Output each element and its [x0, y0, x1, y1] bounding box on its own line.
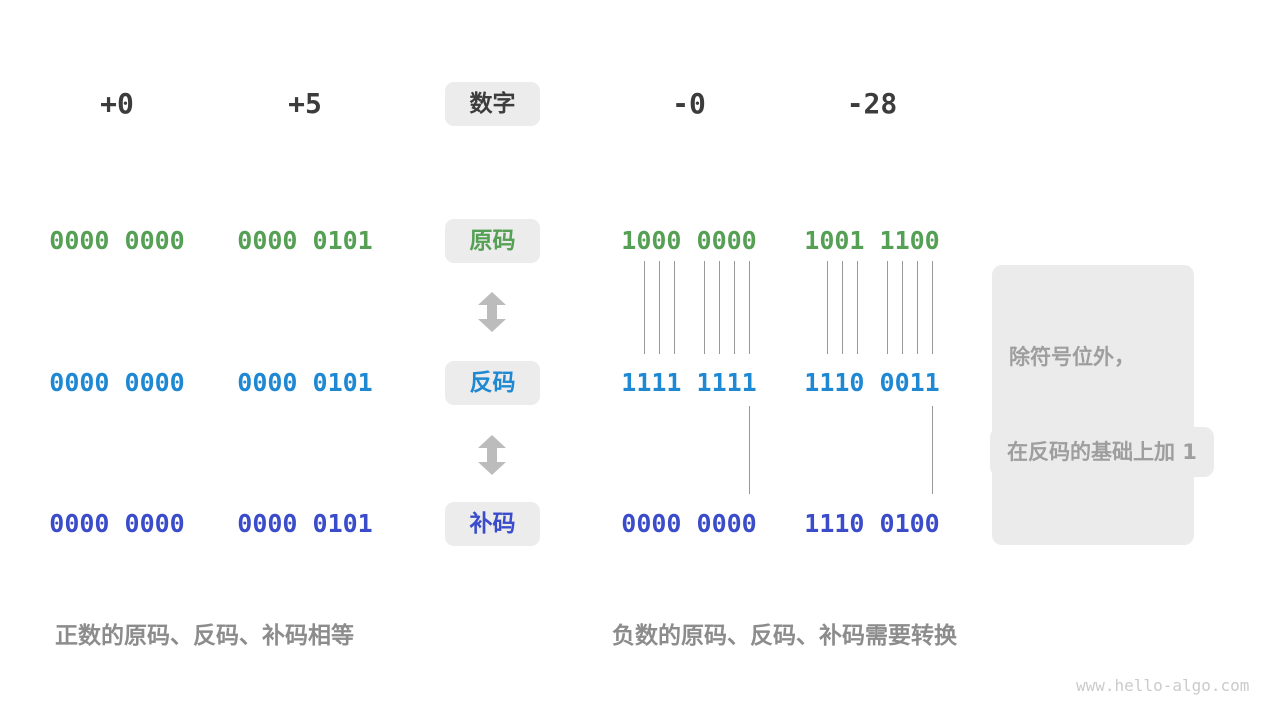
ones-complement-badge: 反码	[445, 361, 540, 405]
swap-vertical-icon	[478, 292, 506, 332]
bit-line	[902, 261, 903, 354]
bit-line	[644, 261, 645, 354]
ones-complement-minus-28: 1110 0011	[804, 368, 940, 397]
invert-bits-note-line1: 除符号位外，	[1009, 345, 1135, 369]
header-plus-five: +5	[288, 87, 322, 120]
bit-line	[674, 261, 675, 354]
sign-magnitude-plus-zero: 0000 0000	[49, 226, 185, 255]
ones-complement-minus-zero: 1111 1111	[621, 368, 757, 397]
swap-vertical-icon	[478, 435, 506, 475]
twos-complement-badge: 补码	[445, 502, 540, 546]
bit-line	[887, 261, 888, 354]
twos-complement-minus-28: 1110 0100	[804, 509, 940, 538]
twos-complement-plus-five: 0000 0101	[237, 509, 373, 538]
add-one-line-minus-28	[932, 406, 933, 494]
bit-line	[842, 261, 843, 354]
ones-complement-plus-five: 0000 0101	[237, 368, 373, 397]
bit-line	[749, 261, 750, 354]
positive-numbers-caption: 正数的原码、反码、补码相等	[55, 623, 354, 649]
bit-line	[719, 261, 720, 354]
bit-line	[704, 261, 705, 354]
sign-magnitude-plus-five: 0000 0101	[237, 226, 373, 255]
sign-magnitude-minus-zero: 1000 0000	[621, 226, 757, 255]
number-badge: 数字	[445, 82, 540, 126]
site-watermark: www.hello-algo.com	[1076, 676, 1250, 695]
bit-line	[734, 261, 735, 354]
header-minus-28: -28	[846, 87, 898, 120]
header-minus-zero: -0	[672, 87, 706, 120]
add-one-note: 在反码的基础上加 1	[990, 427, 1214, 477]
sign-magnitude-minus-28: 1001 1100	[804, 226, 940, 255]
header-plus-zero: +0	[100, 87, 134, 120]
invert-bits-note: 除符号位外， 对其余所有位取反	[992, 265, 1194, 545]
add-one-line-minus-zero	[749, 406, 750, 494]
bit-line	[827, 261, 828, 354]
twos-complement-plus-zero: 0000 0000	[49, 509, 185, 538]
ones-complement-plus-zero: 0000 0000	[49, 368, 185, 397]
twos-complement-minus-zero: 0000 0000	[621, 509, 757, 538]
bit-line	[932, 261, 933, 354]
bit-line	[857, 261, 858, 354]
bit-line	[917, 261, 918, 354]
sign-magnitude-badge: 原码	[445, 219, 540, 263]
bit-line	[659, 261, 660, 354]
negative-numbers-caption: 负数的原码、反码、补码需要转换	[612, 623, 957, 649]
